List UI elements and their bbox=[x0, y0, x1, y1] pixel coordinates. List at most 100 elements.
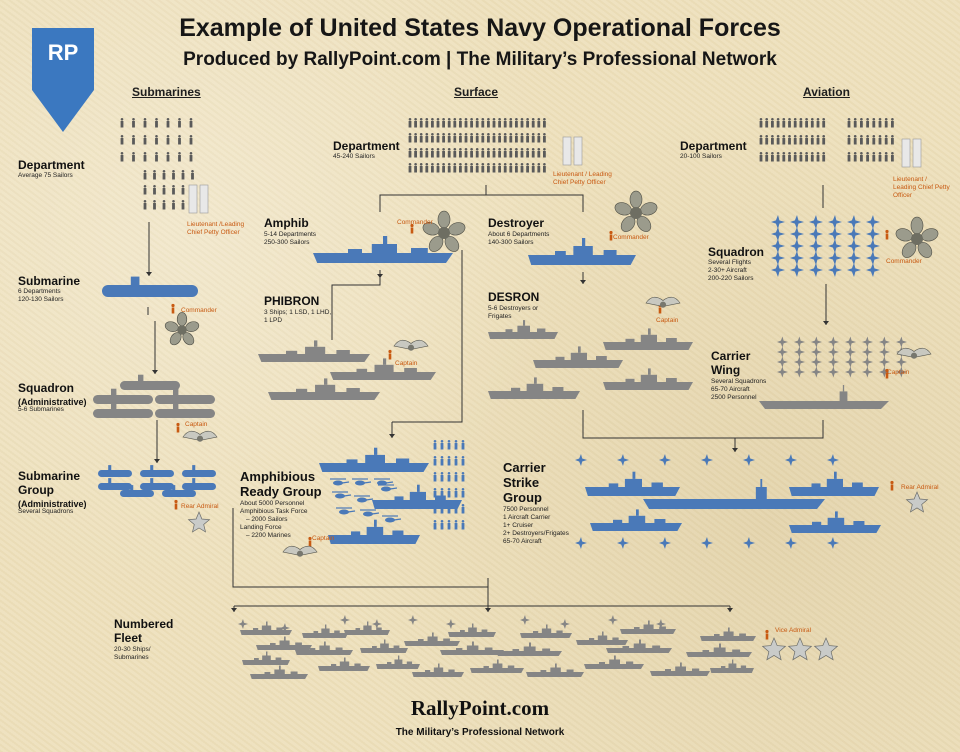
sailor-body bbox=[166, 138, 170, 145]
turret bbox=[396, 458, 410, 463]
desron-ship-graphic bbox=[533, 346, 623, 368]
csg-desc-4: 2+ Destroyers/Frigates bbox=[503, 530, 569, 537]
aircraft-mark bbox=[845, 336, 856, 348]
sailor-head bbox=[782, 118, 786, 121]
column-heading-submarines: Submarines bbox=[132, 85, 201, 99]
sailor-body bbox=[178, 155, 181, 162]
arg-desc-2: Amphibious Task Force bbox=[240, 508, 308, 515]
sailor-body bbox=[461, 491, 465, 498]
sailor-body bbox=[487, 136, 490, 143]
superstructure bbox=[466, 645, 479, 650]
superstructure bbox=[321, 628, 330, 633]
sailor-body bbox=[487, 121, 490, 128]
sailor-head bbox=[498, 118, 501, 121]
sailor-head bbox=[414, 118, 417, 121]
csg-desc-1: 7500 Personnel bbox=[503, 506, 549, 513]
hull bbox=[789, 487, 879, 496]
sailor-body bbox=[408, 136, 412, 143]
sailor-body bbox=[860, 138, 863, 145]
sailor-head bbox=[884, 152, 888, 155]
sailor-body bbox=[425, 136, 429, 143]
phibron-desc-2: 1 LPD bbox=[264, 317, 283, 324]
leaf bbox=[895, 228, 913, 242]
hull bbox=[268, 392, 380, 400]
hull bbox=[584, 664, 644, 669]
connector-line bbox=[392, 250, 463, 423]
leaf-center bbox=[177, 325, 187, 335]
sailor-body bbox=[464, 121, 468, 128]
bar bbox=[901, 138, 911, 168]
turret bbox=[622, 646, 630, 648]
superstructure bbox=[339, 661, 350, 666]
sailor-body bbox=[461, 459, 465, 466]
csg-ship-graphic bbox=[789, 471, 879, 496]
sailor-head bbox=[414, 148, 417, 151]
helicopter-body bbox=[335, 493, 345, 499]
sailor-head bbox=[847, 135, 851, 138]
mast bbox=[614, 655, 616, 660]
superstructure bbox=[274, 669, 285, 674]
aircraft-mark bbox=[811, 356, 822, 368]
sailor-head bbox=[811, 118, 814, 121]
aircraft-mark bbox=[862, 346, 873, 358]
sailor-body bbox=[162, 188, 166, 195]
av-squadron-label: Squadron bbox=[708, 245, 764, 259]
turret bbox=[406, 661, 413, 664]
superstructure bbox=[713, 647, 726, 652]
superstructure bbox=[826, 478, 843, 487]
sailor-head bbox=[431, 148, 434, 151]
aircraft-mark bbox=[617, 537, 629, 549]
sailor-head bbox=[771, 135, 774, 138]
sailor-head bbox=[464, 118, 468, 121]
sailor-head bbox=[498, 163, 501, 166]
turret bbox=[739, 633, 746, 636]
sail bbox=[111, 388, 117, 396]
sailor-body bbox=[181, 188, 185, 195]
turret bbox=[566, 669, 574, 672]
sailor-head bbox=[822, 118, 825, 121]
hull bbox=[360, 648, 408, 653]
aircraft-mark bbox=[828, 336, 839, 348]
fleet-ship-graphic bbox=[295, 641, 353, 655]
sailor-body bbox=[891, 138, 894, 145]
sailor-body bbox=[805, 121, 808, 128]
desron-ship-graphic bbox=[603, 368, 693, 390]
sailor-head bbox=[847, 118, 851, 121]
mast bbox=[728, 627, 730, 632]
sailor-head bbox=[853, 118, 857, 121]
sailor-head bbox=[459, 148, 462, 151]
leaf-center bbox=[630, 207, 642, 219]
sailor-body bbox=[433, 507, 437, 514]
csg-desc-2: 1 Aircraft Carrier bbox=[503, 514, 551, 521]
aircraft-mark bbox=[811, 336, 822, 348]
sub-hull bbox=[98, 483, 132, 490]
arg-rank: Captain bbox=[312, 535, 335, 542]
sailor-body bbox=[454, 491, 458, 498]
mast bbox=[602, 631, 604, 636]
sailor-body bbox=[771, 155, 774, 162]
turret bbox=[542, 648, 551, 651]
sailor-body bbox=[419, 151, 423, 158]
eagle-icon bbox=[393, 339, 429, 351]
sailor-body bbox=[481, 166, 485, 173]
mast bbox=[842, 385, 845, 392]
sailor-head bbox=[492, 118, 496, 121]
turret bbox=[537, 328, 546, 332]
amphib-desc-2: 250-300 Sailors bbox=[264, 239, 310, 246]
sailor-body bbox=[459, 136, 462, 143]
aircraft-mark bbox=[743, 537, 755, 549]
destroyer-label: Destroyer bbox=[488, 216, 545, 230]
column-heading-surface: Surface bbox=[454, 85, 499, 99]
aircraft-mark bbox=[811, 366, 822, 378]
sailor-body bbox=[520, 166, 524, 173]
sailor-body bbox=[431, 166, 434, 173]
aircraft-mark bbox=[809, 239, 823, 253]
sailor-head bbox=[537, 163, 541, 166]
arg-label: Amphibious bbox=[240, 469, 316, 484]
mast bbox=[648, 368, 651, 375]
submarine-desc-1: 6 Departments bbox=[18, 288, 61, 295]
arrowhead bbox=[377, 274, 383, 278]
footer-brand: RallyPoint.com bbox=[410, 696, 550, 720]
turret bbox=[355, 628, 361, 630]
